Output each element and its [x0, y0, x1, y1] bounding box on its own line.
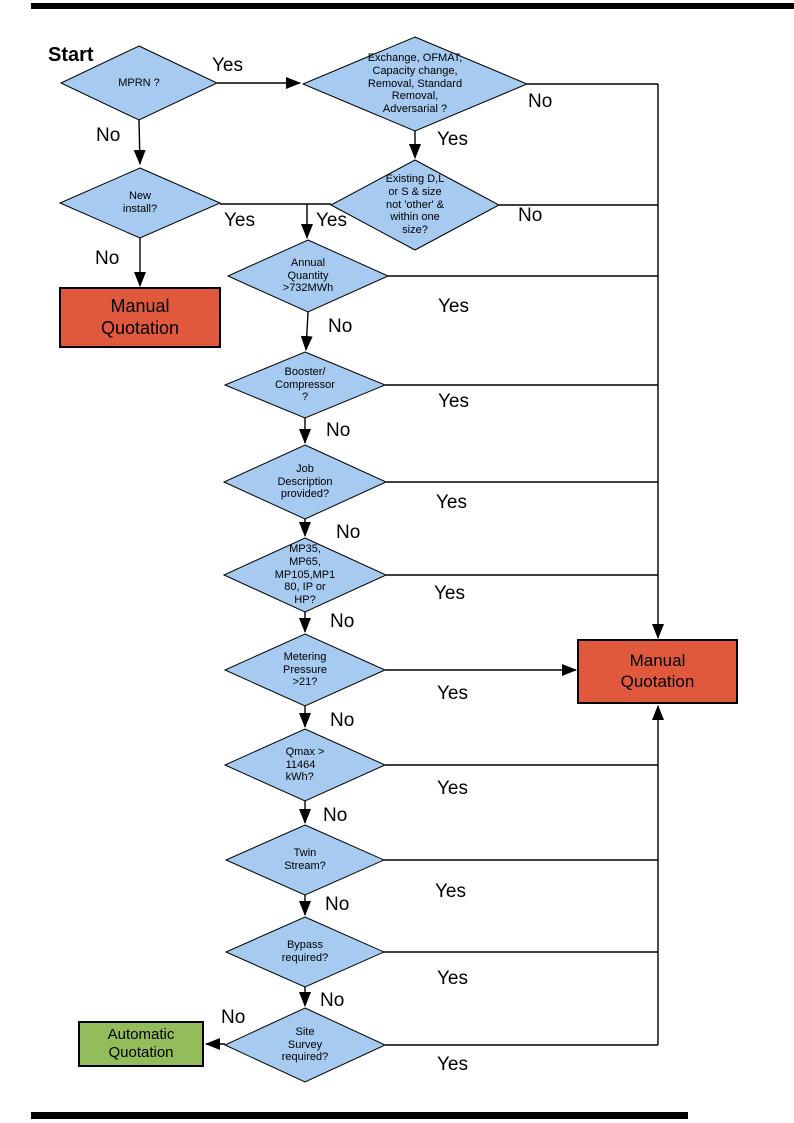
edge-label-survey-no: No — [221, 1007, 246, 1028]
edge-label-metering-no: No — [330, 710, 355, 731]
metering-pressure-diamond-shape — [223, 633, 387, 707]
edge-label-annual-yes: Yes — [438, 296, 469, 317]
edge-label-new-install-yes: Yes — [224, 210, 255, 231]
top-border-rule — [31, 3, 794, 9]
edge-label-bypass-no: No — [320, 990, 345, 1011]
edge-label-new-install-no: No — [95, 248, 120, 269]
edge-label-exchange-yes: Yes — [437, 129, 468, 150]
new-install-diamond-shape — [58, 167, 222, 239]
annual-quantity-diamond-shape — [226, 239, 390, 313]
manual-quotation-left-box — [59, 287, 221, 348]
bottom-border-rule — [31, 1112, 688, 1119]
edge-label-bypass-yes: Yes — [437, 968, 468, 989]
edge-label-survey-yes: Yes — [437, 1054, 468, 1075]
connector-lines — [133, 77, 664, 1050]
edge-label-existing-no: No — [518, 205, 543, 226]
meter-type-diamond-shape — [222, 537, 388, 613]
existing-diamond-shape — [329, 159, 501, 251]
edge-label-twin-yes: Yes — [435, 881, 466, 902]
bypass-diamond-shape — [224, 916, 386, 988]
edge-label-existing-yes: Yes — [316, 210, 347, 231]
twin-stream-diamond-shape — [224, 824, 386, 896]
edge-label-qmax-yes: Yes — [437, 778, 468, 799]
edge-label-exchange-no: No — [528, 91, 553, 112]
exchange-diamond-shape — [301, 36, 529, 132]
edge-label-qmax-no: No — [323, 805, 348, 826]
edge-label-annual-no: No — [328, 316, 353, 337]
mprn-diamond-shape — [59, 45, 219, 121]
site-survey-diamond-shape — [223, 1007, 387, 1083]
start-label: Start — [48, 44, 94, 66]
edge-label-booster-no: No — [326, 420, 351, 441]
job-description-diamond-shape — [222, 444, 388, 520]
booster-diamond-shape — [223, 351, 387, 419]
edge-label-meter-type-no: No — [330, 611, 355, 632]
edge-label-twin-no: No — [325, 894, 350, 915]
edge-label-mprn-no: No — [96, 125, 121, 146]
manual-quotation-right-box — [577, 639, 738, 704]
edge-label-job-no: No — [336, 522, 361, 543]
qmax-diamond-shape — [223, 728, 387, 802]
edge-label-mprn-yes: Yes — [212, 55, 243, 76]
edge-label-booster-yes: Yes — [438, 391, 469, 412]
edge-label-meter-type-yes: Yes — [434, 583, 465, 604]
edge-label-job-yes: Yes — [436, 492, 467, 513]
automatic-quotation-box — [78, 1021, 204, 1067]
edge-label-metering-yes: Yes — [437, 683, 468, 704]
